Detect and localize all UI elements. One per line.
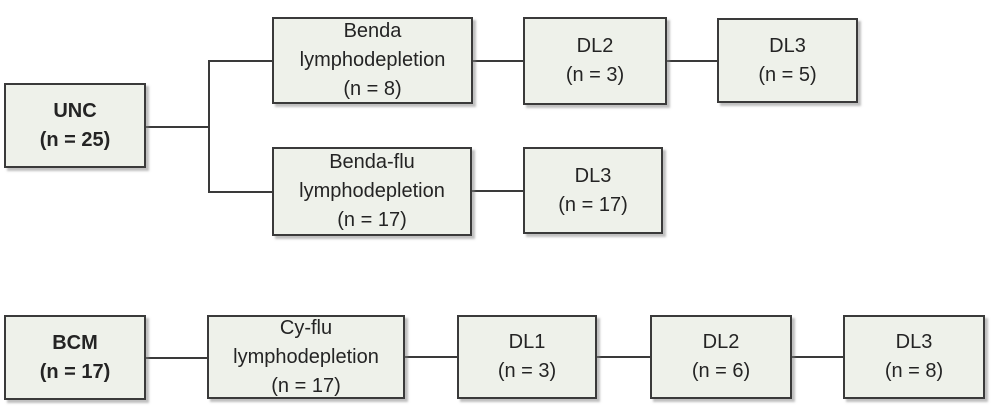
node-label-line: (n = 17) xyxy=(39,360,111,383)
node-cy-flu-lymphodepletion: Cy-flu lymphodepletion (n = 17) xyxy=(207,315,405,399)
node-label-line: DL3 xyxy=(895,331,933,353)
node-label-line: UNC xyxy=(53,99,97,122)
node-label-line: lymphodepletion xyxy=(299,49,446,71)
node-label-line: (n = 8) xyxy=(884,360,944,382)
node-unc: UNC (n = 25) xyxy=(4,83,146,168)
node-label-line: DL2 xyxy=(576,35,614,57)
node-bcm: BCM (n = 17) xyxy=(4,315,146,400)
node-label-line: BCM xyxy=(52,331,98,354)
node-benda-lymphodepletion: Benda lymphodepletion (n = 8) xyxy=(272,17,473,104)
node-label-line: (n = 17) xyxy=(337,209,407,231)
node-dl2-bcm: DL2 (n = 6) xyxy=(650,315,792,399)
node-label-line: Cy-flu xyxy=(279,316,333,339)
node-label-line: (n = 3) xyxy=(565,64,625,86)
node-label-line: (n = 5) xyxy=(758,63,817,86)
node-label-line: Benda xyxy=(343,20,402,42)
node-label-line: (n = 8) xyxy=(343,78,402,100)
node-label-line: (n = 6) xyxy=(691,360,751,382)
node-label-line: lymphodepletion xyxy=(233,345,379,368)
node-label-line: (n = 3) xyxy=(497,360,557,382)
node-label-line: DL1 xyxy=(508,331,546,353)
node-label-line: (n = 25) xyxy=(39,128,111,151)
node-label-line: DL2 xyxy=(702,331,740,353)
node-dl3-benda: DL3 (n = 5) xyxy=(717,18,858,103)
node-label-line: Benda-flu xyxy=(329,151,415,173)
node-dl3-bcm: DL3 (n = 8) xyxy=(843,315,985,399)
node-benda-flu-lymphodepletion: Benda-flu lymphodepletion (n = 17) xyxy=(272,147,472,236)
node-label-line: DL3 xyxy=(769,34,806,57)
node-label-line: (n = 17) xyxy=(558,193,628,216)
node-dl3-benda-flu: DL3 (n = 17) xyxy=(523,147,663,234)
node-dl2-benda: DL2 (n = 3) xyxy=(523,17,667,105)
node-label-line: (n = 17) xyxy=(271,374,341,397)
node-label-line: DL3 xyxy=(574,164,612,187)
node-label-line: lymphodepletion xyxy=(299,180,445,202)
node-dl1-bcm: DL1 (n = 3) xyxy=(457,315,597,399)
